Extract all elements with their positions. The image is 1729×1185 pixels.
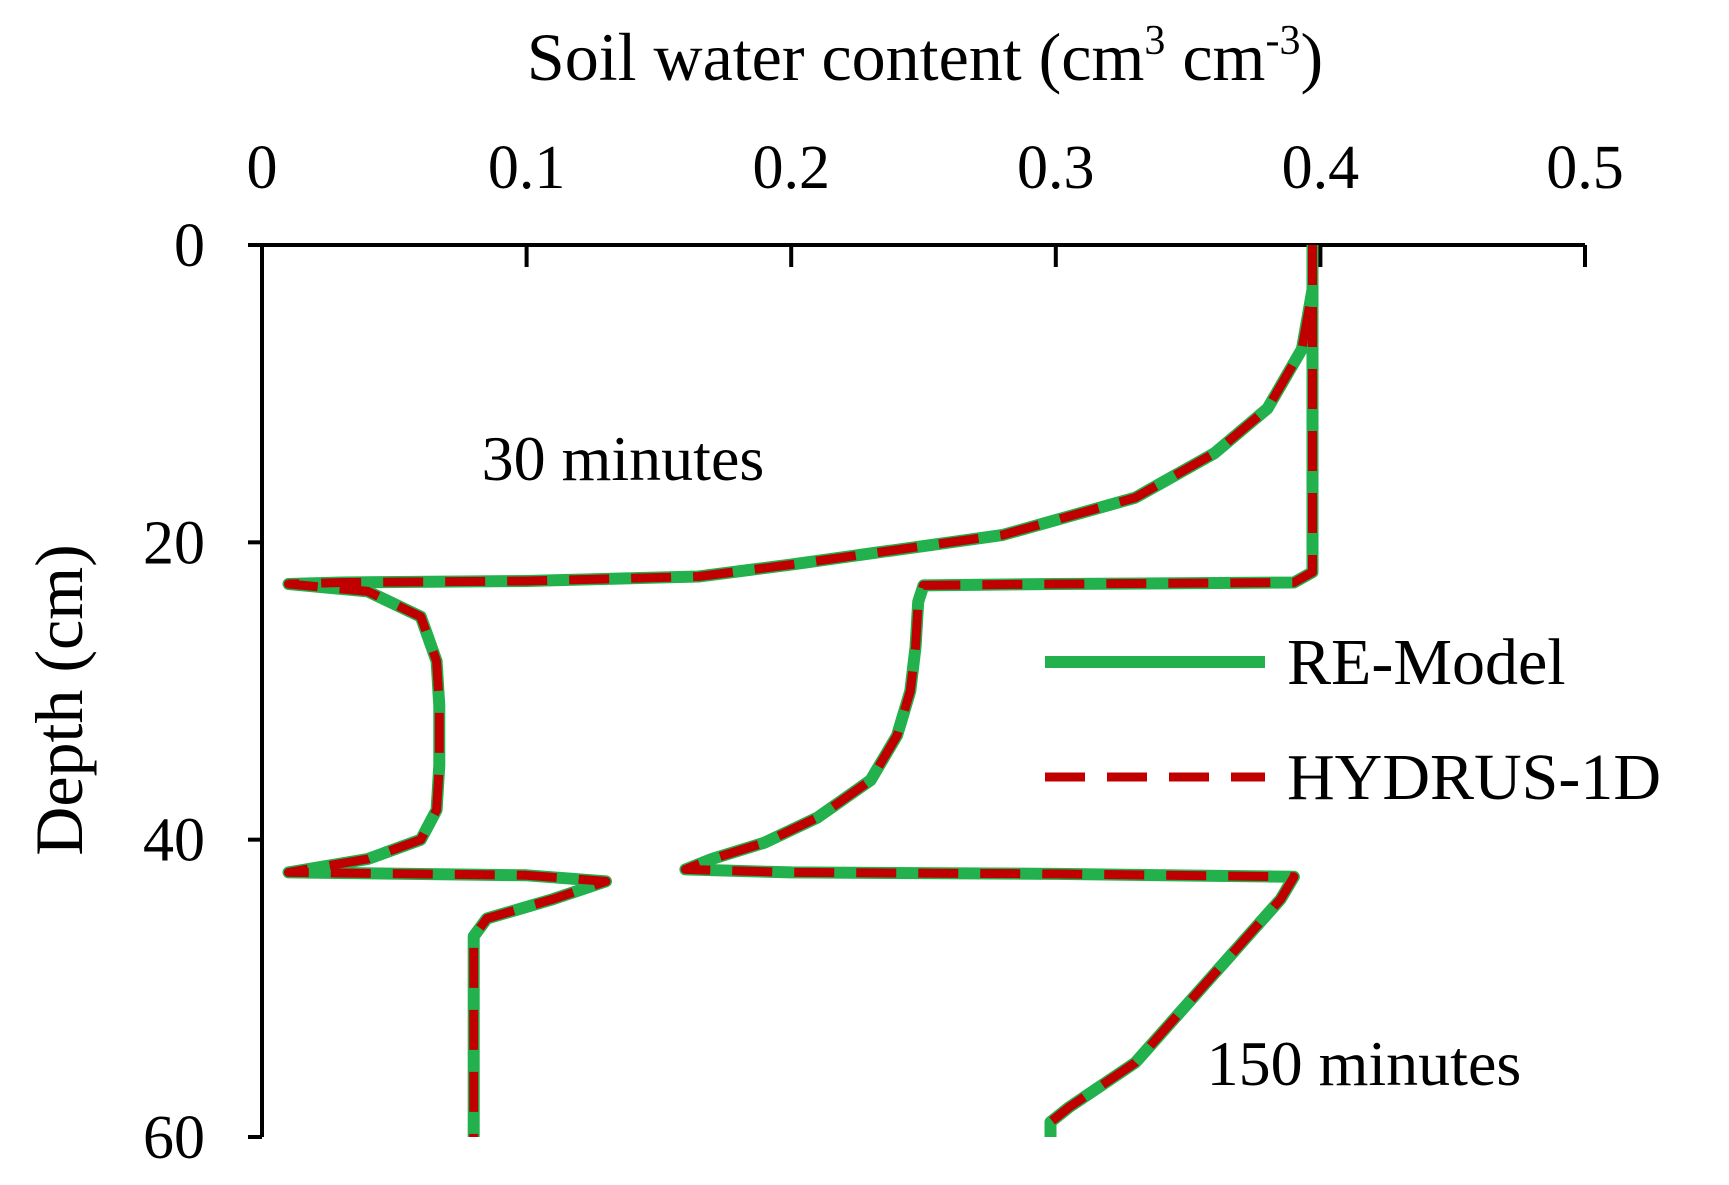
x-tick-label: 0 [247, 134, 278, 202]
x-axis-title-sup2: -3 [1265, 18, 1300, 64]
x-axis-title: Soil water content (cm3 cm-3) [527, 18, 1323, 95]
annotation-label: 30 minutes [482, 423, 765, 494]
annotations: 30 minutes 150 minutes [482, 423, 1522, 1099]
y-tick-label: 0 [174, 212, 205, 280]
y-axis-title: Depth (cm) [21, 544, 97, 856]
legend-label: HYDRUS-1D [1287, 741, 1661, 814]
x-tick-label: 0.1 [488, 134, 566, 202]
series-line-30-minutes [282, 245, 1319, 1137]
legend-label: RE-Model [1287, 626, 1566, 699]
y-tick-label: 60 [143, 1104, 205, 1172]
x-axis-title-end: ) [1300, 19, 1323, 95]
series-line-150-minutes [679, 245, 1319, 1137]
x-axis-title-sup1: 3 [1144, 18, 1165, 64]
series-re-model [282, 245, 1319, 1137]
x-axis-title-mid: cm [1165, 19, 1265, 95]
series-hydrus-1d [284, 245, 1317, 1137]
plot-area [282, 245, 1319, 1137]
x-tick-label: 0.4 [1282, 134, 1360, 202]
y-tick-label: 40 [143, 807, 205, 875]
axes: 0 0.1 0.2 0.3 0.4 0.5 0 20 40 60 [143, 134, 1624, 1172]
series-line-150-minutes [680, 245, 1317, 1137]
annotation-label: 150 minutes [1207, 1028, 1522, 1099]
x-tick-label: 0.2 [752, 134, 830, 202]
y-tick-label: 20 [143, 509, 205, 577]
x-tick-label: 0.3 [1017, 134, 1095, 202]
x-tick-label: 0.5 [1546, 134, 1624, 202]
